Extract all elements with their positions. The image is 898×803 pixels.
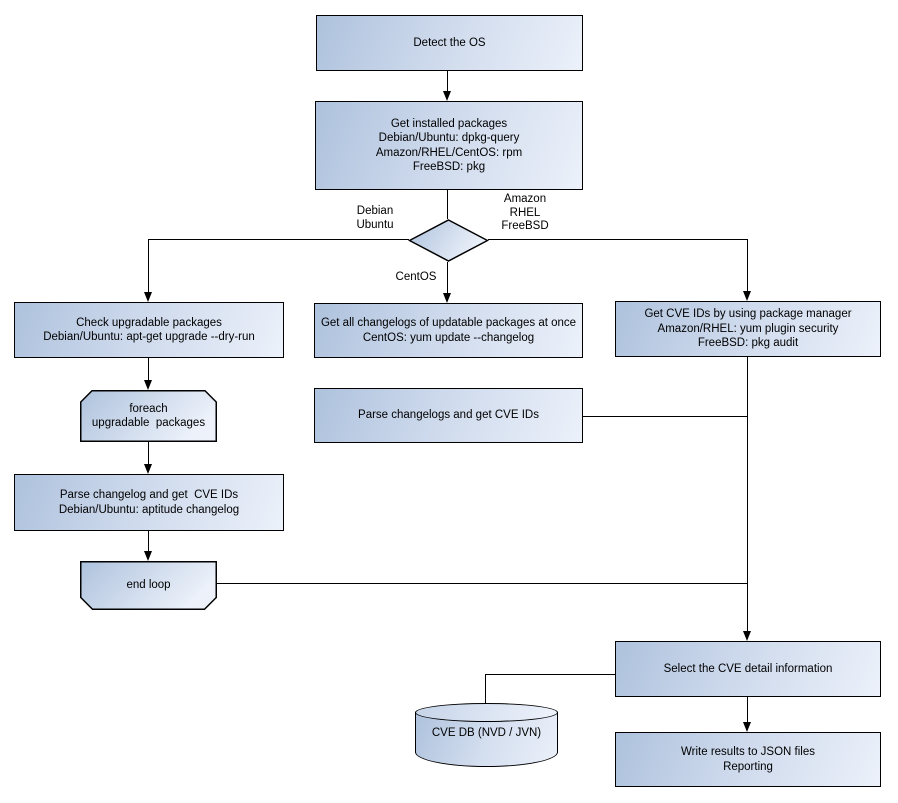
edge-label-debian-ubuntu: Debian Ubuntu	[344, 205, 406, 232]
arrowhead-down-icon	[144, 464, 152, 474]
arrowhead-down-icon	[443, 293, 451, 303]
connector-endloop-to-trunk	[217, 583, 748, 585]
node-foreach-loop: foreach upgradable packages	[80, 390, 217, 442]
node-check-upgradable: Check upgradable packages Debian/Ubuntu:…	[14, 302, 284, 358]
arrowhead-down-icon	[144, 551, 152, 561]
node-parse-changelog-debian: Parse changelog and get CVE IDs Debian/U…	[14, 474, 284, 531]
node-label: end loop	[126, 579, 171, 592]
connector-decision-to-centos	[447, 262, 449, 294]
node-select-cve-detail: Select the CVE detail information	[615, 641, 881, 697]
connector-parse-to-endloop	[148, 531, 150, 552]
node-label: Write results to JSON files	[681, 746, 815, 758]
node-detect-os: Detect the OS	[316, 15, 583, 71]
arrowhead-down-icon	[144, 380, 152, 390]
node-label: Debian/Ubuntu: apt-get upgrade --dry-run	[43, 331, 255, 343]
connector-select-to-write	[747, 697, 749, 723]
node-get-cve-ids-pkg-manager: Get CVE IDs by using package manager Ama…	[615, 301, 881, 357]
node-label: foreach	[129, 402, 168, 415]
node-label: Parse changelog and get CVE IDs	[59, 489, 239, 501]
node-label: Get all changelogs of updatable packages…	[320, 317, 577, 329]
node-label: Parse changelogs and get CVE IDs	[358, 409, 539, 422]
database-cylinder-top	[415, 703, 558, 722]
edge-label-centos: CentOS	[389, 271, 443, 285]
node-parse-changelogs-centos: Parse changelogs and get CVE IDs	[314, 388, 583, 443]
edge-label-line: RHEL	[509, 206, 541, 219]
arrowhead-down-icon	[743, 631, 751, 641]
connector-decision-right-horizontal	[488, 239, 748, 241]
arrowhead-down-icon	[743, 291, 751, 301]
node-label: Check upgradable packages	[76, 316, 222, 329]
connector-installed-to-decision	[447, 190, 449, 219]
node-end-loop: end loop	[80, 561, 217, 610]
node-label: Get installed packages	[390, 117, 508, 130]
connector-check-to-foreach	[148, 358, 150, 381]
connector-cvedb-horizontal	[486, 674, 615, 676]
edge-label-amazon-rhel-freebsd: Amazon RHEL FreeBSD	[494, 193, 556, 234]
connector-parsemid-to-trunk	[583, 416, 748, 418]
node-get-all-changelogs: Get all changelogs of updatable packages…	[314, 303, 583, 358]
node-label: upgradable packages	[91, 417, 206, 429]
foreach-loop-shape	[80, 390, 217, 442]
node-label: FreeBSD: pkg	[412, 161, 486, 173]
connector-decision-left-horizontal	[148, 239, 409, 241]
edge-label-line: CentOS	[395, 271, 437, 283]
connector-trunk-vertical	[747, 357, 749, 632]
arrowhead-down-icon	[443, 91, 451, 101]
edge-label-line: Debian	[356, 205, 394, 217]
connector-cvedb-vertical	[485, 674, 487, 704]
node-label: Detect the OS	[413, 36, 486, 49]
node-label: FreeBSD: pkg audit	[697, 337, 799, 350]
node-get-installed-packages: Get installed packages Debian/Ubuntu: dp…	[315, 101, 583, 190]
node-label: Amazon/RHEL/CentOS: rpm	[375, 146, 523, 159]
edge-label-line: Amazon	[503, 193, 547, 205]
arrowhead-down-icon	[144, 292, 152, 302]
edge-label-line: FreeBSD	[501, 220, 549, 232]
node-label: Reporting	[723, 760, 773, 773]
edge-label-line: Ubuntu	[356, 218, 394, 231]
decision-diamond-shape	[408, 219, 489, 262]
node-label: Amazon/RHEL: yum plugin security	[657, 322, 839, 335]
arrowhead-down-icon	[743, 722, 751, 732]
node-label: Get CVE IDs by using package manager	[644, 308, 852, 321]
end-loop-shape	[80, 561, 217, 610]
connector-decision-left-vertical	[148, 239, 150, 293]
node-label: Debian/Ubuntu: dpkg-query	[378, 132, 520, 144]
connector-foreach-to-parse	[148, 441, 150, 465]
node-label: CentOS: yum update --changelog	[362, 331, 535, 344]
connector-decision-right-vertical	[747, 239, 749, 292]
node-cve-db: CVE DB (NVD / JVN)	[431, 727, 542, 739]
node-label: Debian/Ubuntu: aptitude changelog	[58, 503, 240, 516]
node-label: Select the CVE detail information	[663, 662, 833, 675]
node-write-results: Write results to JSON files Reporting	[615, 732, 881, 787]
connector-detect-to-installed	[447, 71, 449, 92]
